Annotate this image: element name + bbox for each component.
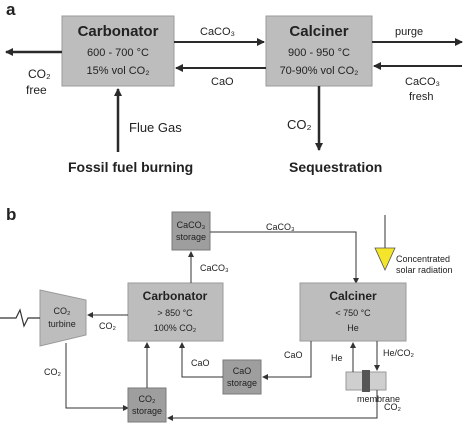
calciner-box-b	[299, 282, 407, 342]
fossil-fuel-label: Fossil fuel burning	[68, 159, 193, 175]
co2-storage-line1: CO₂	[139, 394, 157, 404]
co2-bottom-label: CO₂	[384, 402, 402, 412]
caco3-storage-line1: CaCO₃	[177, 220, 206, 230]
co2-storage-box	[127, 387, 167, 423]
purge-label: purge	[395, 26, 423, 38]
turbine-line2: turbine	[48, 319, 76, 329]
carbonator-temp-b: > 850 °C	[157, 308, 193, 318]
concentrated-line1: Concentrated	[396, 254, 450, 264]
he-co2-label: He/CO₂	[383, 348, 415, 358]
calciner-gas-b: He	[347, 323, 359, 333]
caco3-fresh-line1: CaCO₃	[405, 76, 440, 88]
cao-storage-line1: CaO	[233, 366, 252, 376]
co2-turbine-in-label: CO₂	[99, 321, 117, 331]
co2-left-label: CO₂	[44, 367, 62, 377]
co2-free-line2: free	[26, 83, 47, 97]
carbonator-box-b	[127, 282, 224, 342]
cao-storage-line2: storage	[227, 378, 257, 388]
turbine-to-co2-storage-line	[65, 343, 129, 411]
he-label: He	[331, 353, 343, 363]
membrane-label: membrane	[357, 394, 400, 404]
flue-gas-label: Flue Gas	[129, 120, 182, 135]
caco3-label-a: CaCO₃	[200, 26, 235, 38]
caco3-up-label: CaCO₃	[200, 263, 229, 273]
membrane-to-co2-storage-line	[167, 390, 378, 421]
generator-output-icon	[0, 308, 40, 328]
cao-label-a: CaO	[211, 76, 234, 88]
calciner-to-cao-storage-line	[262, 341, 312, 380]
caco3-storage-line2: storage	[176, 232, 206, 242]
panel-b-label: b	[6, 205, 16, 224]
calciner-title-a: Calciner	[289, 23, 348, 40]
caco3-storage-box	[171, 211, 211, 251]
panel-a-label: a	[6, 0, 16, 19]
solar-radiation-arrow-icon	[374, 247, 396, 271]
carbonator-title-b: Carbonator	[143, 289, 208, 303]
co2-label-a: CO₂	[287, 117, 312, 132]
caco3-to-calciner-line	[210, 231, 359, 284]
cao-right-label: CaO	[284, 350, 303, 360]
cao-storage-to-carbonator-line	[179, 342, 223, 378]
calciner-title-b: Calciner	[329, 289, 377, 303]
co2-storage-line2: storage	[132, 406, 162, 416]
carbonator-title-a: Carbonator	[78, 23, 159, 40]
sequestration-label: Sequestration	[289, 159, 382, 175]
carbonator-vol-b: 100% CO₂	[154, 323, 197, 333]
calciner-vol-a: 70-90% vol CO₂	[280, 65, 359, 77]
cao-left-label: CaO	[191, 358, 210, 368]
caco3-top-label: CaCO₃	[266, 222, 295, 232]
co2-free-line1: CO₂	[28, 67, 51, 81]
co2-turbine-shape	[39, 289, 87, 347]
carbonator-box-a	[61, 15, 175, 87]
concentrated-line2: solar radiation	[396, 265, 453, 275]
calciner-temp-a: 900 - 950 °C	[288, 47, 350, 59]
membrane-divider	[362, 370, 370, 392]
calciner-box-a	[265, 15, 373, 87]
cao-storage-box	[222, 359, 262, 395]
carbonator-vol-a: 15% vol CO₂	[87, 65, 150, 77]
carbonator-temp-a: 600 - 700 °C	[87, 47, 149, 59]
turbine-line1: CO₂	[54, 306, 72, 316]
calciner-temp-b: < 750 °C	[335, 308, 371, 318]
caco3-fresh-line2: fresh	[409, 91, 433, 103]
